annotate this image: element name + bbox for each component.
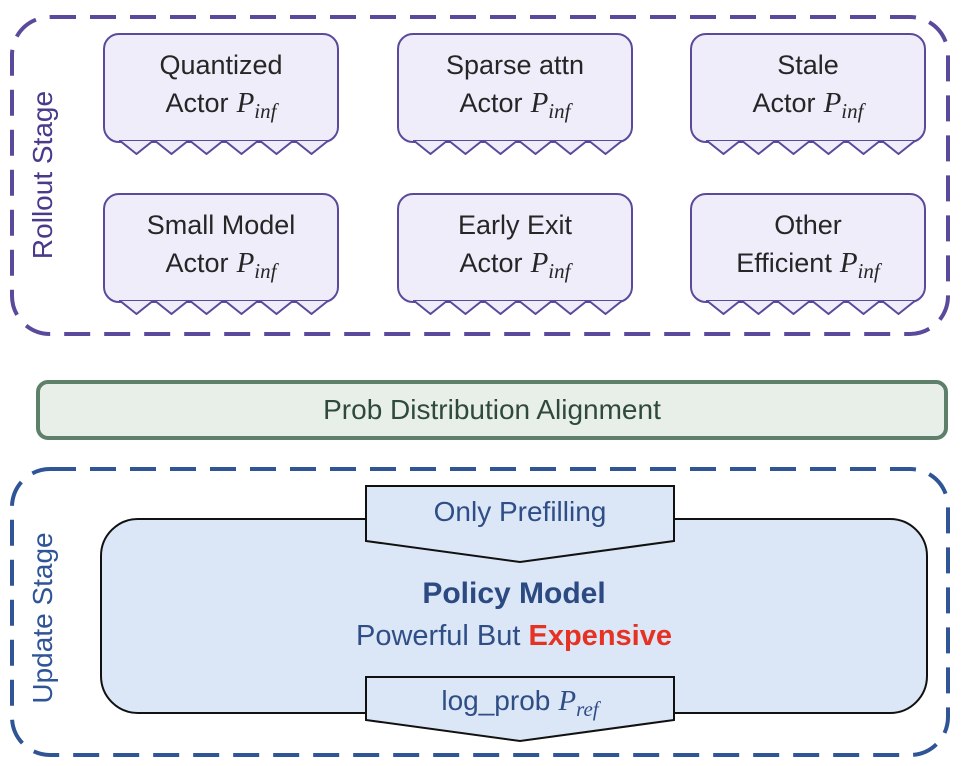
p-ref-symbol: Pref: [558, 685, 599, 721]
log-prob-label: log_prob Pref: [366, 685, 674, 722]
update-stage-border: [10, 467, 950, 757]
actor-line1: Early Exit: [457, 210, 573, 240]
only-prefilling-arrow: [365, 485, 675, 564]
zigzag-edge: [119, 140, 329, 155]
zigzag-edge: [413, 140, 623, 155]
log-prob-prefix: log_prob: [441, 685, 551, 716]
p-inf-symbol: Pinf: [530, 87, 571, 123]
only-prefilling-label: Only Prefilling: [433, 496, 607, 527]
alignment-label: Prob Distribution Alignment: [323, 394, 661, 425]
prob-distribution-alignment-bar: Prob Distribution Alignment: [36, 380, 948, 440]
actor-line2-prefix: Efficient: [736, 248, 832, 278]
actor-line2-prefix: Actor: [165, 88, 229, 118]
p-inf-symbol: Pinf: [839, 247, 880, 283]
zigzag-edge: [706, 300, 916, 315]
actor-line2-prefix: Actor: [459, 248, 523, 278]
p-inf-symbol: Pinf: [823, 87, 864, 123]
actor-line1: Small Model: [146, 210, 296, 240]
actor-line1: Sparse attn: [445, 50, 585, 80]
policy-model-title: Policy Model: [422, 577, 606, 610]
policy-model-subtitle: Powerful But Expensive: [100, 620, 928, 653]
p-inf-symbol: Pinf: [236, 87, 277, 123]
policy-sub-highlight: Expensive: [528, 620, 672, 652]
p-inf-symbol: Pinf: [530, 247, 571, 283]
actor-line2-prefix: Actor: [459, 88, 523, 118]
actor-line2-prefix: Actor: [165, 248, 229, 278]
p-inf-symbol: Pinf: [236, 247, 277, 283]
policy-sub-prefix: Powerful But: [356, 620, 521, 652]
rollout-stage-border: [10, 15, 950, 336]
log-prob-arrow: [365, 676, 675, 743]
actor-line1: Quantized: [159, 50, 283, 80]
actor-line1: Stale: [777, 50, 839, 80]
zigzag-edge: [119, 300, 329, 315]
actor-line1: Other: [774, 210, 842, 240]
actor-line2-prefix: Actor: [752, 88, 816, 118]
zigzag-edge: [413, 300, 623, 315]
zigzag-edge: [706, 140, 916, 155]
